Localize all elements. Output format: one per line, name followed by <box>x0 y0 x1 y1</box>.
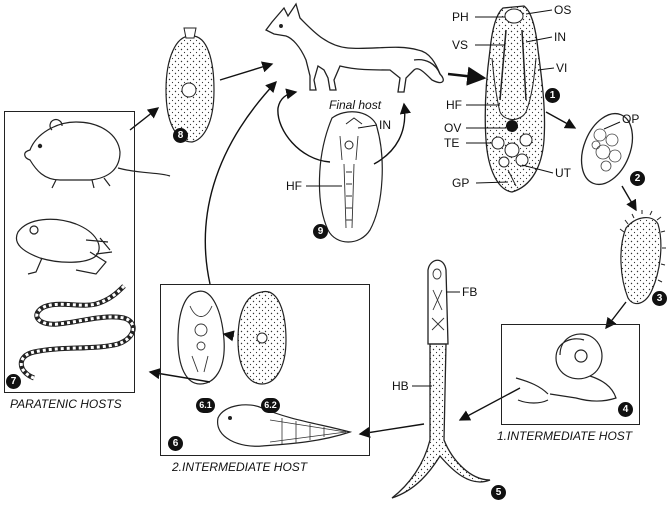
fox-drawing <box>265 2 444 93</box>
label-te: TE <box>444 136 460 150</box>
stage-badge-6: 6 <box>168 436 183 451</box>
adult-leader-lines <box>466 9 555 184</box>
stage-badge-8: 8 <box>173 128 188 143</box>
label-os: OS <box>554 3 572 17</box>
label-in: IN <box>554 30 566 44</box>
miracidium-drawing <box>619 210 666 305</box>
paratenic-hosts-box <box>4 111 135 393</box>
label-ph: PH <box>452 10 469 24</box>
paratenic-hosts-drawings <box>15 118 171 381</box>
label-op: OP <box>622 112 640 126</box>
egg-drawing <box>580 112 634 186</box>
mesocercaria-final-drawing <box>306 111 383 243</box>
stage-badge-9: 9 <box>313 224 328 239</box>
label-ut: UT <box>555 166 571 180</box>
second-intermediate-host-label: 2.INTERMEDIATE HOST <box>172 460 308 474</box>
metacercaria-drawing <box>165 27 215 143</box>
first-intermediate-host-box <box>501 324 640 425</box>
second-intermediate-host-box <box>160 284 370 456</box>
stage-badge-4: 4 <box>618 402 633 417</box>
stage-badge-5: 5 <box>491 485 506 500</box>
label-fb: FB <box>462 285 478 299</box>
stage-badge-6-2: 6.2 <box>261 398 280 413</box>
snail-drawing <box>515 333 617 404</box>
label-ov: OV <box>444 121 462 135</box>
stage-badge-2: 2 <box>630 171 645 186</box>
second-intermediate-drawings <box>177 290 353 447</box>
stage-badge-1: 1 <box>545 88 560 103</box>
cycle-arrows <box>129 61 637 439</box>
final-host-label: Final host <box>329 98 382 112</box>
label-vs: VS <box>452 38 469 52</box>
stage-badge-3: 3 <box>652 291 667 306</box>
label-vi: VI <box>556 61 568 75</box>
adult-fluke-drawing <box>484 5 546 193</box>
label-in-mesocercaria: IN <box>379 118 391 132</box>
stage-badge-7: 7 <box>6 374 21 389</box>
first-intermediate-host-label: 1.INTERMEDIATE HOST <box>497 429 633 443</box>
label-gp: GP <box>452 176 470 190</box>
label-hf: HF <box>446 98 462 112</box>
stage-badge-6-1: 6.1 <box>196 398 215 413</box>
paratenic-hosts-label: PARATENIC HOSTS <box>10 397 122 411</box>
cercaria-drawing <box>391 259 491 499</box>
label-hb: HB <box>392 379 409 393</box>
label-hf-mesocercaria: HF <box>286 179 302 193</box>
